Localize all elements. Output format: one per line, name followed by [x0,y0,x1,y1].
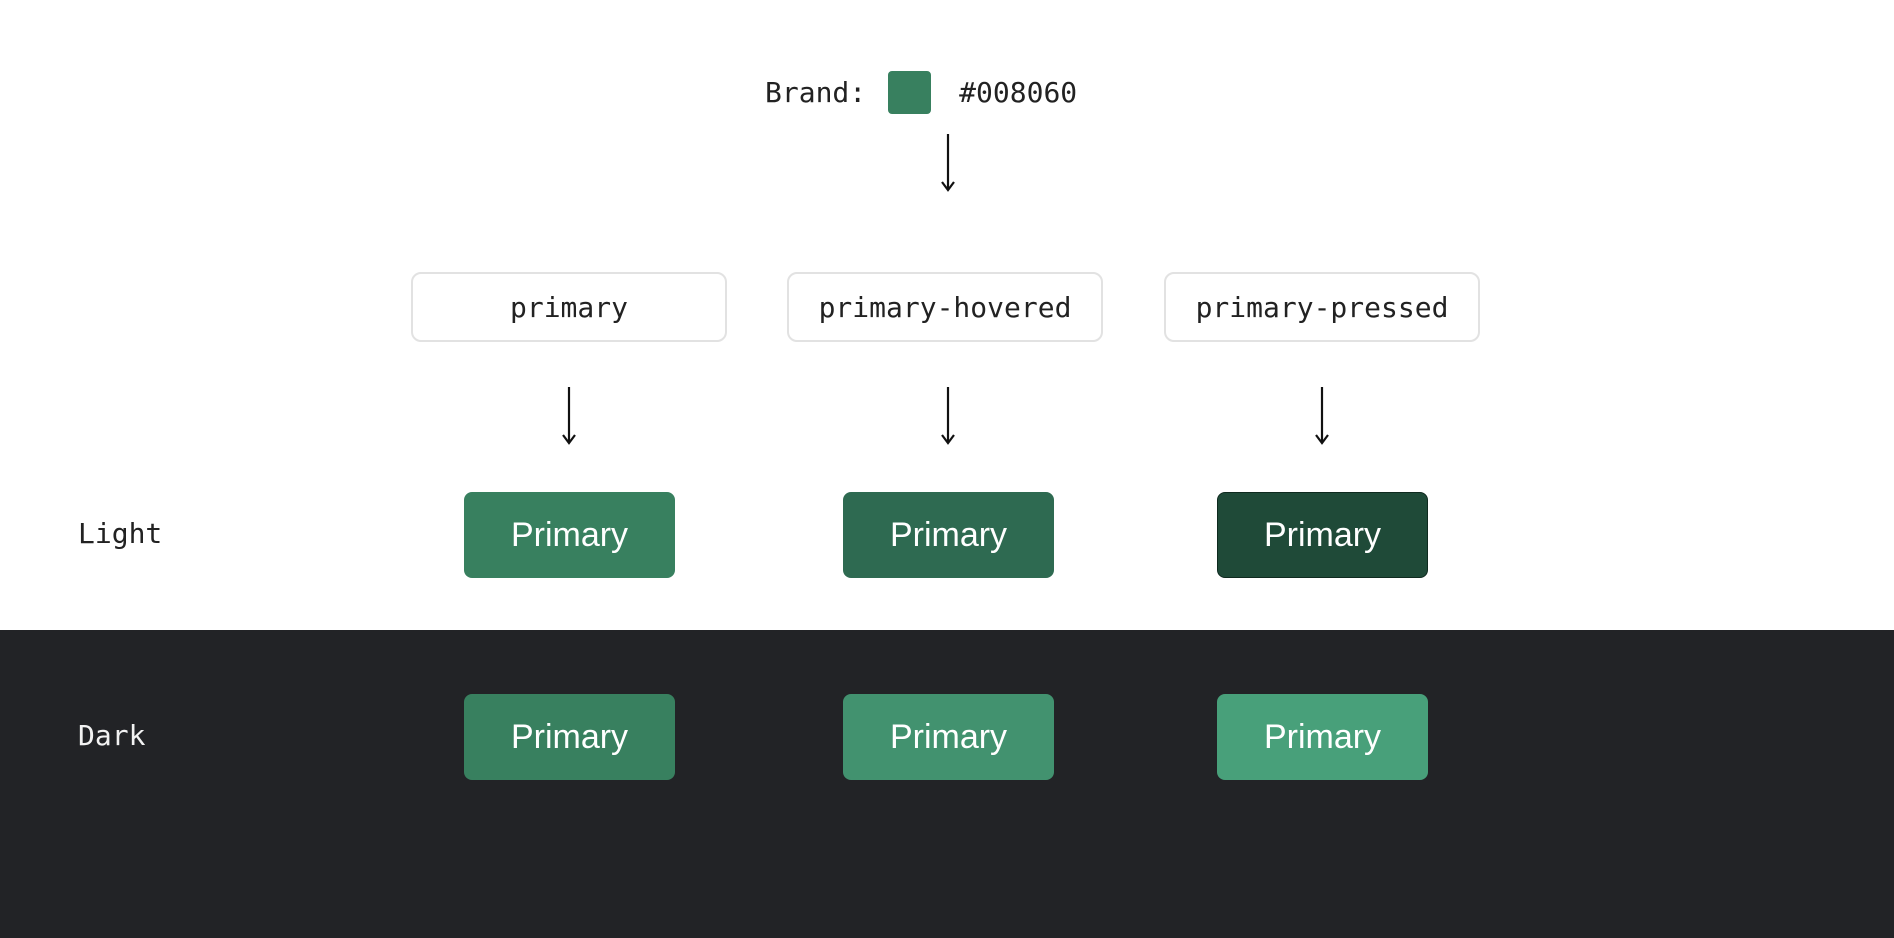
primary-button-light-pressed[interactable]: Primary [1217,492,1428,578]
token-label: primary-pressed [1195,290,1449,324]
primary-button-dark-pressed[interactable]: Primary [1217,694,1428,780]
token-primary-hovered: primary-hovered [787,272,1103,342]
token-label: primary [509,290,628,324]
brand-color-swatch [888,70,932,114]
primary-button-light-hovered[interactable]: Primary [843,492,1054,578]
token-label: primary-hovered [818,290,1072,324]
brand-label: Brand: [765,75,867,109]
down-arrow-icon [941,387,955,445]
brand-row: Brand: #008060 [765,70,1077,114]
brand-hex-value: #008060 [959,75,1078,109]
token-primary: primary [411,272,727,342]
primary-button-dark-hovered[interactable]: Primary [843,694,1054,780]
row-label-dark: Dark [78,719,146,752]
token-primary-pressed: primary-pressed [1164,272,1480,342]
down-arrow-icon [1315,387,1329,445]
dark-section [0,630,1894,938]
row-label-light: Light [78,517,163,550]
primary-button-light-default[interactable]: Primary [464,492,675,578]
down-arrow-icon [941,134,955,192]
primary-button-dark-default[interactable]: Primary [464,694,675,780]
down-arrow-icon [562,387,576,445]
